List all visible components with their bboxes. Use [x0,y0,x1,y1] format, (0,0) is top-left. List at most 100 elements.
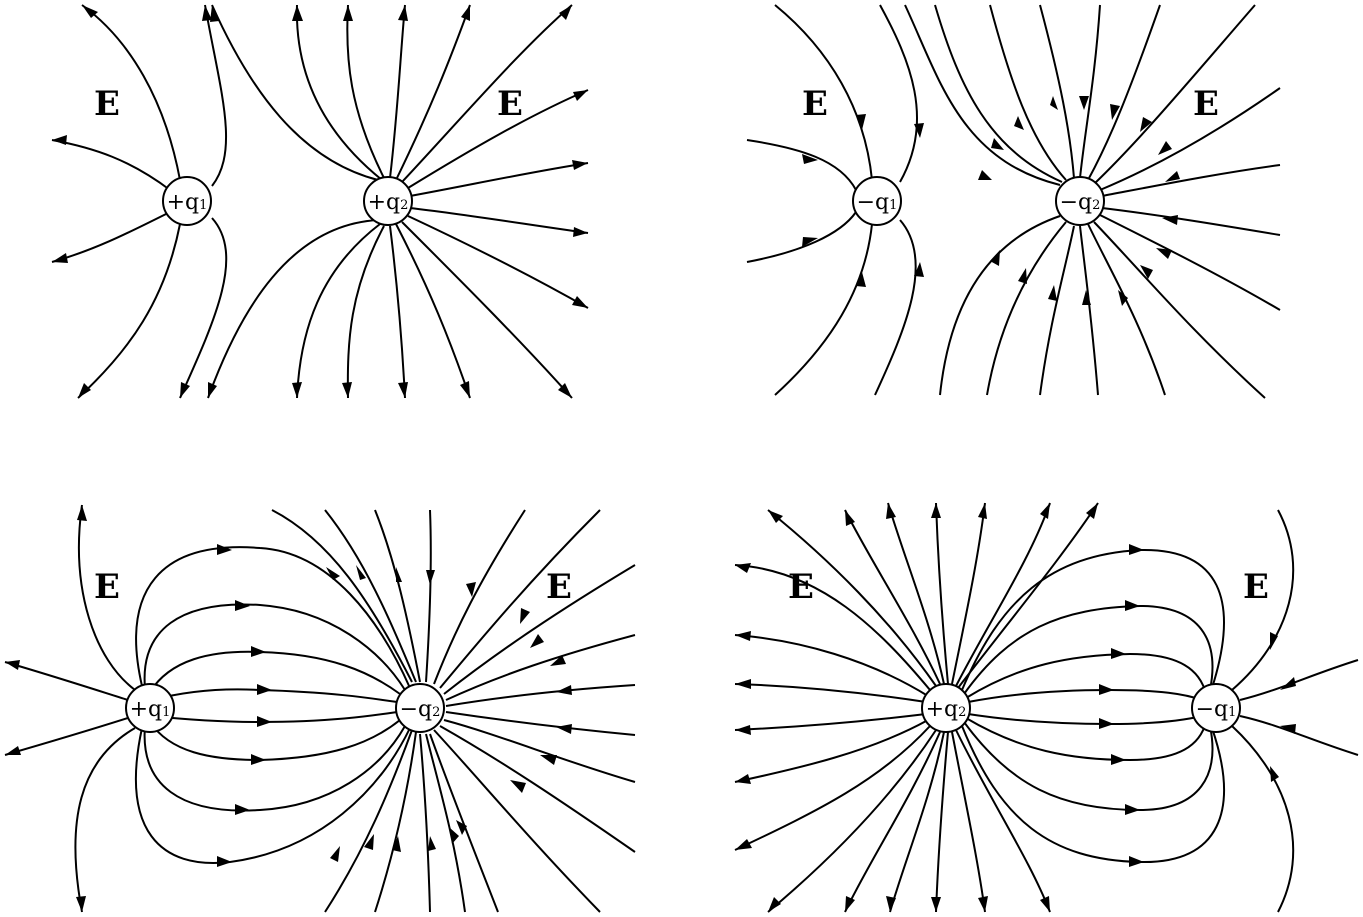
charge-letter: q [875,190,889,215]
field-arrowhead [257,716,272,727]
field-line [271,509,413,683]
field-arrowhead [398,5,408,21]
field-line [445,634,636,701]
charge-circle [395,683,445,733]
field-line [401,221,573,399]
charge-subscript: 1 [162,705,170,720]
field-lines [746,4,1281,399]
field-arrowhead [1014,116,1024,130]
field-line [77,223,181,399]
field-line [445,711,636,736]
panel-same-negative: −q1 −q2 E E [746,4,1281,399]
field-line [955,502,1051,687]
charge-label: −q1 [1196,697,1237,722]
field-lines [51,4,589,399]
field-line [211,4,379,181]
charge-label: −q2 [1060,190,1101,215]
field-arrowhead [1111,648,1126,659]
field-arrowhead [1040,896,1050,912]
field-arrowhead [398,382,408,398]
field-arrowhead [1270,632,1278,650]
field-arrowhead [251,646,266,657]
field-line [1093,4,1256,185]
charge-sign: + [167,190,185,215]
field-arrowhead [52,135,67,145]
field-label-right: E [546,567,572,607]
field-arrowhead [735,774,751,784]
field-arrowhead [558,383,572,398]
field-line [1231,725,1295,913]
field-arrowhead [735,679,751,689]
field-arrowhead [572,296,588,308]
field-arrowhead [886,896,896,912]
field-line [151,688,398,703]
field-line [1079,4,1101,179]
field-arrowhead [1111,754,1126,765]
field-arrowhead [1099,684,1114,695]
charge-sign: − [1196,697,1214,722]
field-label-left: E [94,84,120,124]
field-arrowhead [856,114,866,130]
field-line [151,711,398,724]
field-line [1231,509,1295,691]
field-arrowhead [1129,544,1144,555]
charge-letter: q [1214,697,1228,722]
field-arrowhead [343,5,353,21]
charge-circle [921,683,971,733]
field-arrowhead [1280,677,1296,690]
field-arrowhead [768,510,783,523]
charge-label: +q2 [926,697,967,722]
field-arrowhead [556,685,572,695]
field-line [774,223,873,396]
field-arrowhead [330,846,340,862]
field-line [425,733,466,913]
field-line [419,733,431,913]
field-arrowhead [735,839,752,850]
field-arrowhead [1118,290,1128,306]
field-arrowhead [1082,290,1091,305]
field-line [143,725,406,812]
field-arrowhead [559,5,572,20]
field-line [78,504,136,691]
field-line [149,719,401,762]
field-line [74,727,136,913]
field-line [1099,214,1281,311]
field-arrowhead [510,780,526,793]
field-line [1039,225,1075,396]
field-arrowhead [931,503,941,518]
field-label-left: E [94,567,120,607]
field-arrowhead [292,5,303,21]
field-line [934,4,1063,183]
charge-letter: q [1078,190,1092,215]
charge-letter: q [185,190,199,215]
field-arrows [735,503,1296,912]
charge-q2: −q2 [395,683,445,733]
charge-circle [162,176,212,226]
charge-subscript: 1 [199,198,207,213]
field-line [1099,87,1281,191]
field-line [767,729,937,913]
field-lines [4,504,636,913]
charge-q1: −q1 [1191,683,1241,733]
field-line [407,89,589,189]
field-line [961,725,1225,864]
field-line [4,717,129,756]
field-line [135,546,411,689]
field-arrowhead [235,804,250,815]
field-arrowhead [180,382,190,398]
charge-sign: + [368,190,386,215]
charge-sign: − [400,697,418,722]
field-arrowhead [520,608,530,624]
field-arrowhead [1158,141,1172,155]
field-arrowhead [1125,804,1140,815]
field-arrowhead [217,544,232,555]
field-line [433,729,601,913]
field-arrowhead [845,510,855,526]
field-arrowhead [326,567,340,580]
field-line [389,225,406,399]
field-arrowhead [292,382,302,398]
field-line [1087,223,1166,396]
field-arrowhead [802,237,818,247]
field-line [986,221,1067,396]
charge-subscript: 2 [432,705,440,720]
